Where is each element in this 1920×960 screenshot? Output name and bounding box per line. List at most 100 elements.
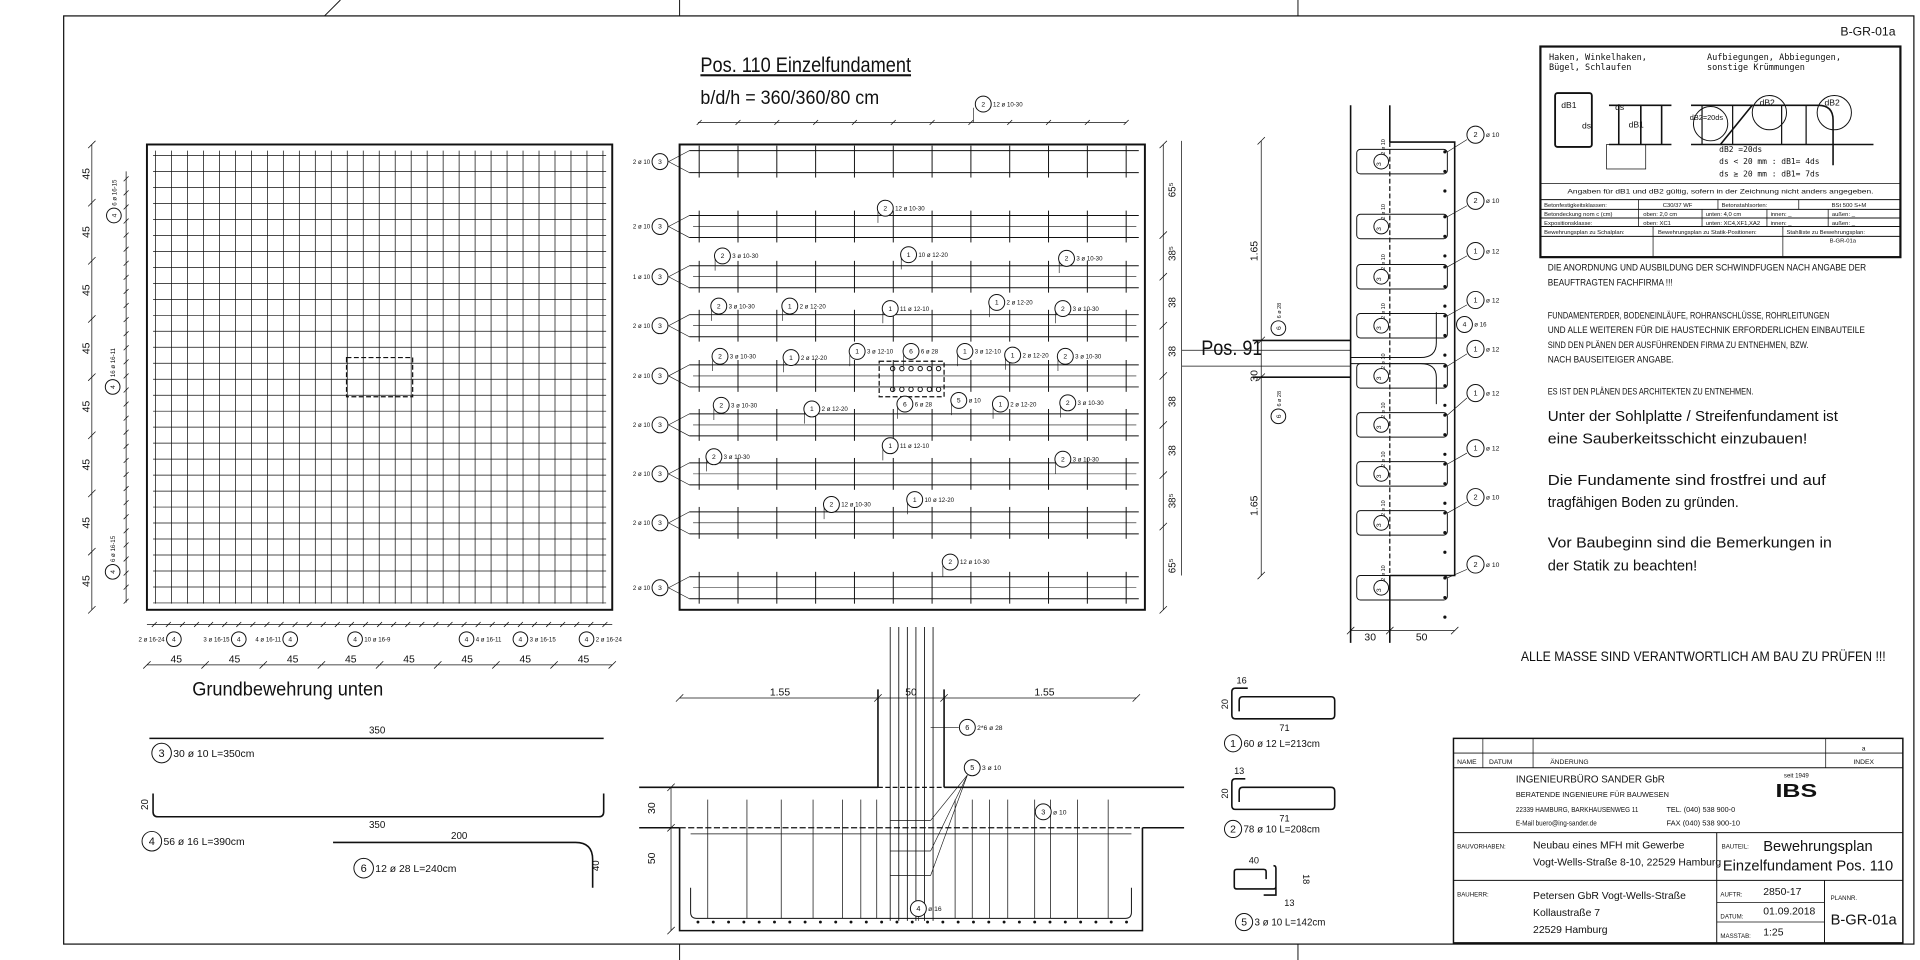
bar-dimension: 18 [1301,874,1311,884]
leader-line [668,587,690,600]
stirrup: 32 ø 10 [1356,565,1448,619]
position-circle [1466,555,1485,574]
legend-cell: innen: _ [1771,212,1793,218]
bending-legend: Haken, Winkelhaken,Bügel, SchlaufenAufbi… [1539,45,1902,259]
field-label: BAUHERR: [1457,891,1489,898]
bar-spec: 3 ø 16-15 [530,636,557,643]
rebar-shape-5 [1233,864,1277,896]
bar-spec: 2 ø 10 [633,471,651,478]
dimension-tick [667,823,675,832]
column-bar [899,386,905,393]
bar-dimension: 350 [369,725,386,736]
drawing-subtitle: b/d/h = 360/360/80 cm [700,87,879,109]
bar-spec: 12 ø 10-30 [960,559,990,566]
rebar-dot [803,920,807,924]
position-circle [1373,368,1390,384]
bar-spec: 3 ø 10-30 [731,403,758,410]
position-number: 3 [658,323,662,330]
position-number: 2 [1473,130,1477,139]
dimension-tick [1257,373,1266,382]
legend-note: Angaben für dB1 und dB2 gültig, sofern i… [1567,188,1874,195]
position-circle [1054,300,1072,318]
position-circle [881,300,899,318]
position-number: 1 [963,349,967,356]
position-circle [512,631,529,648]
position-circle [1059,394,1077,412]
bar-spec: 6 ø 16-15 [110,535,117,562]
dimension-tick [550,660,559,669]
support-hatch [1606,144,1647,170]
dimension-value: 50 [905,688,917,699]
bar-dimension: 71 [1279,723,1289,733]
plan-date: 01.09.2018 [1763,907,1815,918]
column-bar [917,386,923,393]
position-circle [1054,450,1072,468]
rebar-dot [849,920,853,924]
bar-spec: 30 ø 10 L=350cm [173,749,254,760]
position-circle [974,95,992,113]
legend-cell: unten: XC4,XF1,XA2 [1706,221,1760,227]
dimension-tick [87,198,96,207]
position-number: 3 [1376,227,1383,231]
bauherr-line: Kollaustraße 7 [1533,908,1600,919]
position-number: 3 [658,274,662,281]
rebar-dot [788,920,792,924]
bar-spec: ø 12 [1486,248,1500,255]
column-bar [935,365,942,372]
bar-spec: 3 ø 10-30 [1073,456,1100,463]
index-value: a [1862,746,1866,753]
position-number: 4 [110,385,117,389]
rebar-dot [1443,189,1447,193]
column-bar [889,365,896,372]
bar-callout: 32 ø 10 [633,579,669,597]
bar-spec: 3 ø 10 L=142cm [1254,918,1325,929]
rebar-dot [1017,920,1021,924]
position-number: 3 [1376,425,1383,429]
position-number: 4 [149,836,155,848]
stirrup-shape [1356,575,1448,601]
bar-spec: 2 ø 12-20 [1007,300,1034,307]
leader-line [1447,569,1468,579]
dimension-tick [123,218,129,224]
position-number: 3 [1376,523,1383,527]
bar-callout: 32 ø 10 [633,465,669,483]
rebar-dot [1443,452,1447,456]
position-circle [711,347,729,365]
dimension-tick [179,621,186,628]
bar-callout: 32 ø 10 [633,218,669,235]
leader-line [668,161,690,173]
bauteil-title: Einzelfundament Pos. 110 [1723,859,1893,875]
dimension-value: 45 [229,654,241,665]
dimension-tick [193,621,200,628]
bar-spec: ø 12 [1486,346,1500,353]
bar-callout: 66 ø 28 [1270,303,1287,337]
bauvorhaben-line: Vogt-Wells-Straße 8-10, 22529 Hamburg [1533,858,1721,869]
bar-spec: 12 ø 10-30 [841,502,871,509]
dimension-tick [123,429,129,435]
position-circle [1466,439,1485,458]
dimension-tick [735,119,741,126]
position-circle [1456,316,1473,333]
stirrup: 32 ø 10 [1356,254,1448,308]
position-circle [104,564,121,580]
dimension-tick [491,660,500,669]
legend-cell: Betonstahlsorten: [1722,203,1768,209]
dimension-tick [87,373,96,382]
bar-callout: 32 ø 10 [633,416,669,434]
bar-spec: 3 ø 10-30 [1075,354,1102,361]
column-outline [345,356,414,398]
position-circle [106,207,122,224]
position-number: 5 [957,398,961,405]
